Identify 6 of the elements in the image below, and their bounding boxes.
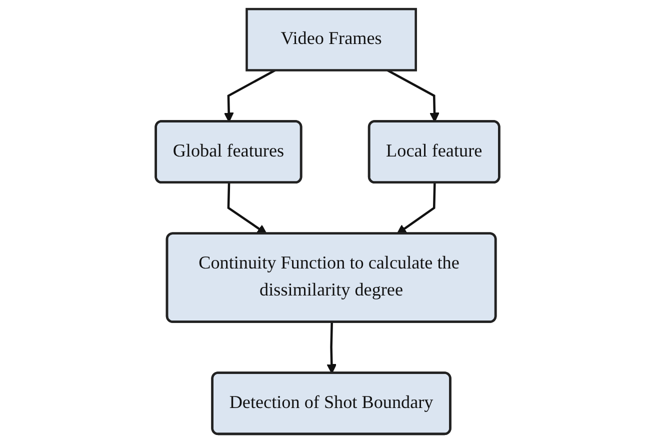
arrow bbox=[326, 322, 337, 374]
arrow bbox=[386, 69, 440, 122]
node-box: Video Frames bbox=[246, 8, 417, 72]
arrow bbox=[224, 69, 276, 122]
arrow bbox=[396, 182, 436, 234]
arrow bbox=[227, 182, 268, 234]
